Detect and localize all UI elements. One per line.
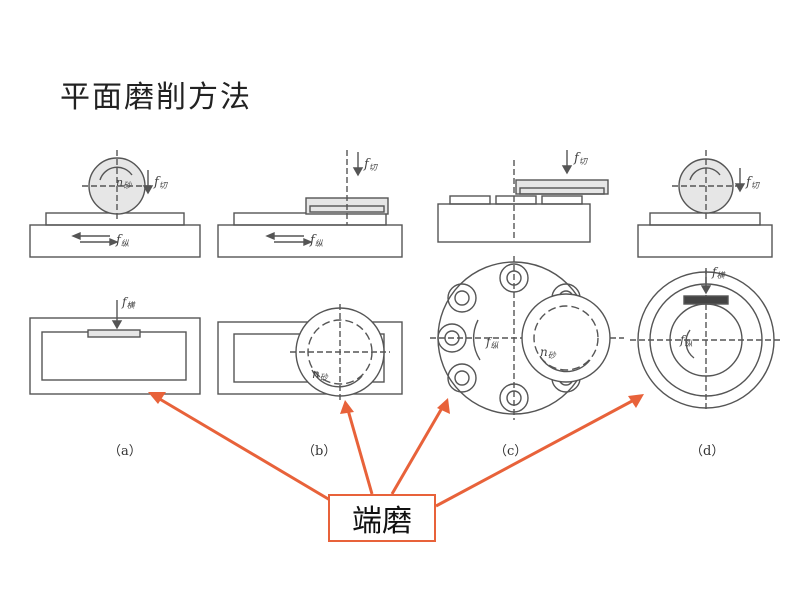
label-f-qie-a: f切 (153, 175, 169, 190)
label-f-heng-a: f横 (121, 295, 135, 310)
callout-duanmo: 端磨 (328, 494, 436, 542)
figure-b-side-view (217, 150, 403, 258)
figure-d-side-view (637, 150, 773, 258)
figure-d-top-view (630, 268, 782, 412)
caption-a: （a） (108, 444, 142, 459)
figure-c-rotary-table (430, 256, 624, 420)
label-f-zong-a: f纵 (115, 233, 130, 248)
caption-b: （b） (302, 444, 337, 459)
label-n-sha-a: n砂 (116, 176, 132, 190)
page-title: 平面磨削方法 (60, 80, 252, 115)
caption-d: （d） (690, 444, 725, 459)
label-f-zong-b: f纵 (309, 233, 324, 248)
label-n-sha-b: n砂 (312, 367, 329, 382)
figure-a-top-view (29, 300, 201, 395)
figure-a-side-view (29, 150, 201, 258)
label-f-qie-d: f切 (745, 175, 761, 190)
caption-c: （c） (494, 444, 528, 459)
label-f-heng-d: f横 (711, 265, 725, 280)
figure-b-top-view (217, 304, 403, 400)
label-n-sha-c: n砂 (540, 345, 557, 360)
callout-arrows (148, 392, 644, 508)
figure-c-side-view (437, 150, 609, 243)
label-f-zong-c: f纵 (485, 335, 499, 350)
label-f-qie-b: f切 (363, 157, 379, 172)
label-f-zong-d: f纵 (679, 333, 693, 348)
label-f-qie-c: f切 (573, 151, 589, 166)
